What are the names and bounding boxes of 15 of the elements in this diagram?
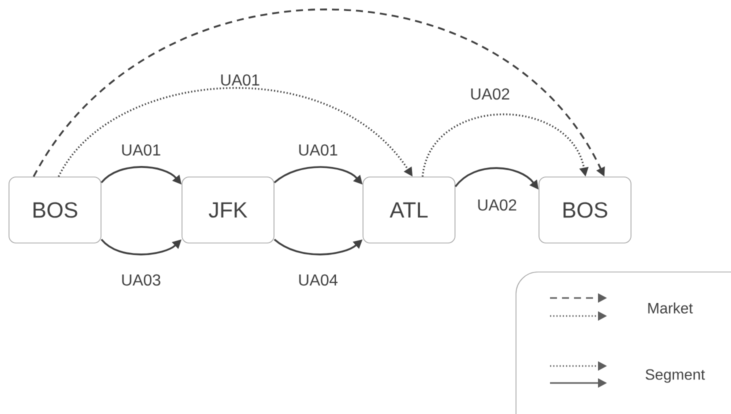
legend-label: Market [648, 302, 693, 314]
airport-box: ATL [362, 176, 456, 244]
airport-box: BOS [8, 176, 102, 244]
edge-label: UA01 [297, 143, 340, 157]
edge-label: UA01 [219, 73, 262, 87]
legend-label: Segment [646, 369, 705, 383]
airport-box: BOS [538, 176, 632, 244]
edge-label: UA01 [120, 143, 162, 157]
airport-box: JFK [182, 176, 274, 244]
edge-label: UA04 [297, 273, 340, 287]
arrow [32, 8, 605, 178]
edge-label: UA02 [476, 198, 518, 212]
arrow [422, 113, 589, 177]
edge-label: UA03 [120, 273, 162, 287]
edge-label: UA02 [469, 87, 512, 101]
